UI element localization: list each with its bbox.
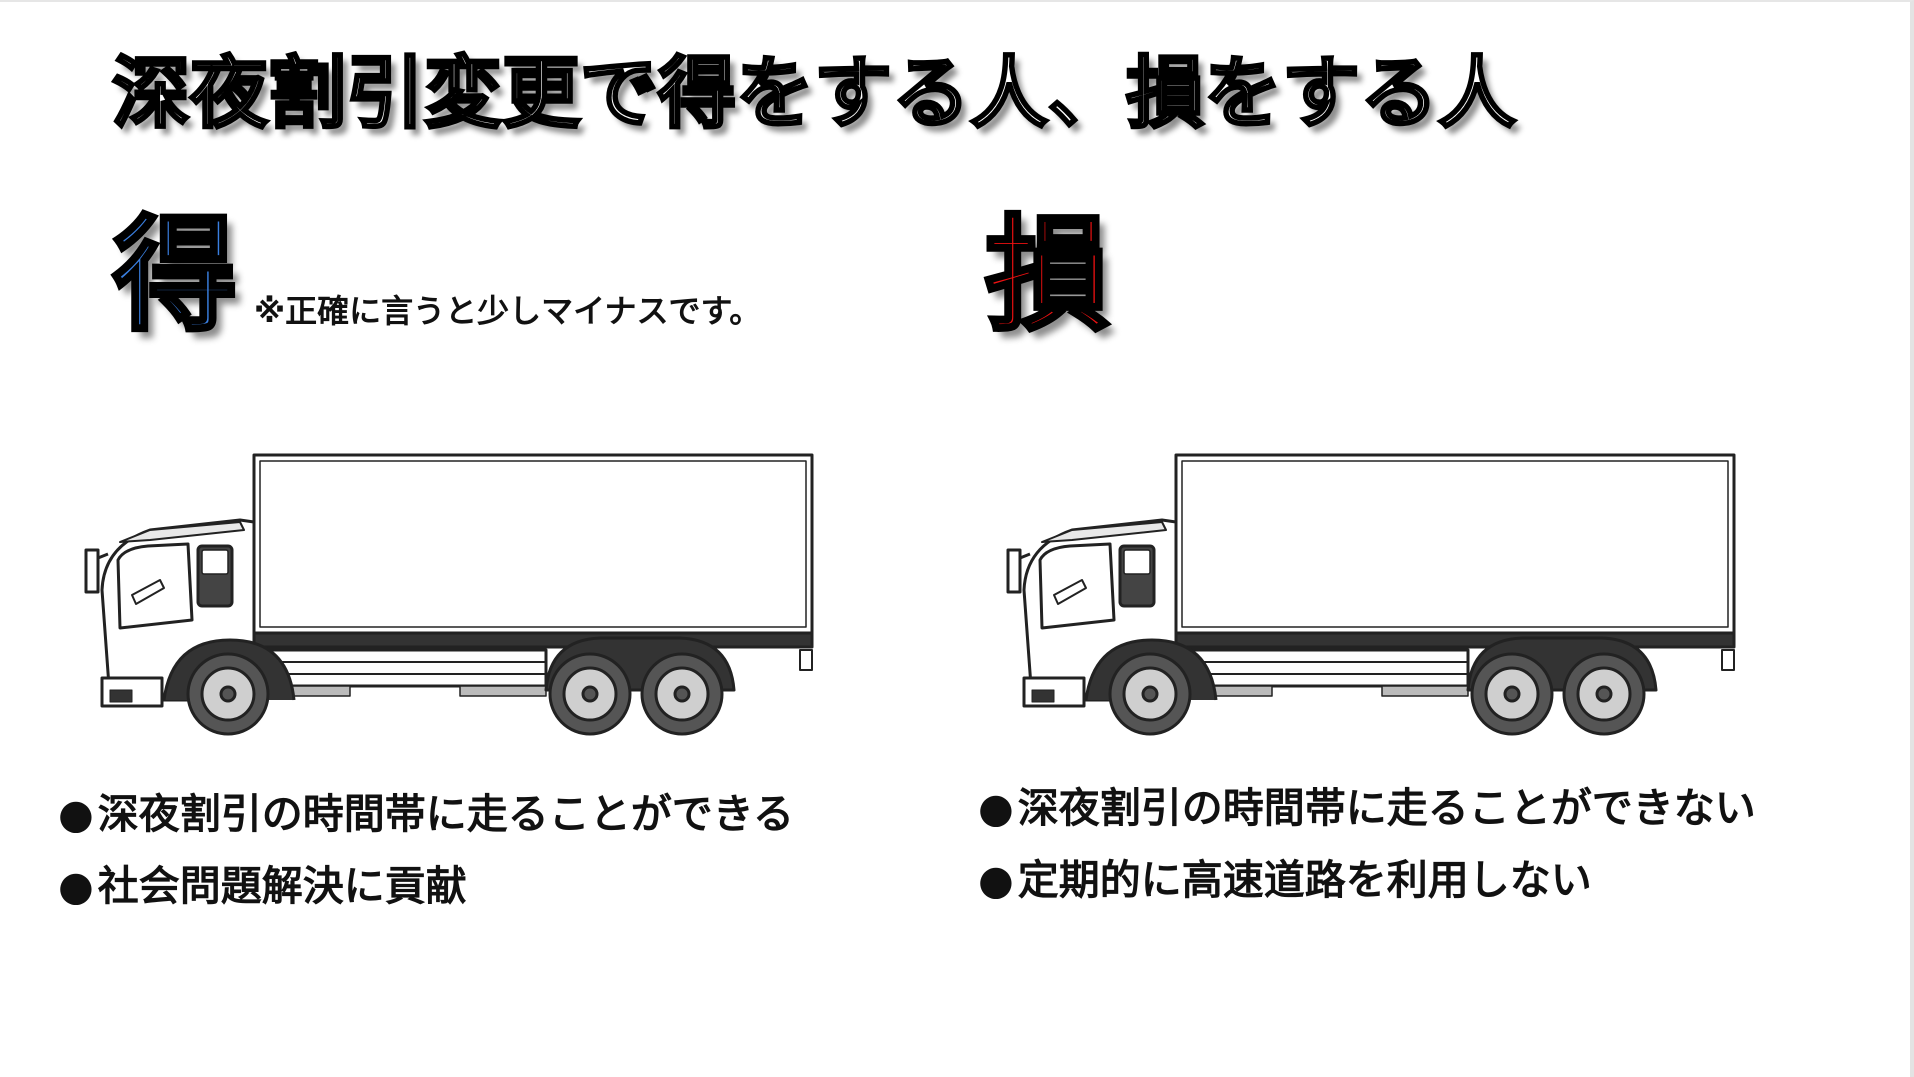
loss-bullet-list: 深夜割引の時間帯に走ることができない 定期的に高速道路を利用しない — [978, 778, 1756, 922]
gain-bullet-list: 深夜割引の時間帯に走ることができる 社会問題解決に貢献 — [58, 784, 794, 928]
truck-illustration-icon — [1006, 453, 1736, 736]
gain-bullet-item: 深夜割引の時間帯に走ることができる — [58, 784, 794, 856]
loss-heading: 損 — [983, 204, 1111, 348]
gain-heading: 得 — [111, 204, 239, 348]
loss-bullet-item: 定期的に高速道路を利用しない — [978, 850, 1756, 922]
loss-bullet-item: 深夜割引の時間帯に走ることができない — [978, 778, 1756, 850]
slide-title: 深夜割引変更で得をする人、損をする人 — [110, 48, 1517, 141]
truck-illustration-icon — [84, 453, 814, 736]
gain-note: ※正確に言うと少しマイナスです。 — [254, 292, 762, 330]
gain-bullet-item: 社会問題解決に貢献 — [58, 856, 794, 928]
